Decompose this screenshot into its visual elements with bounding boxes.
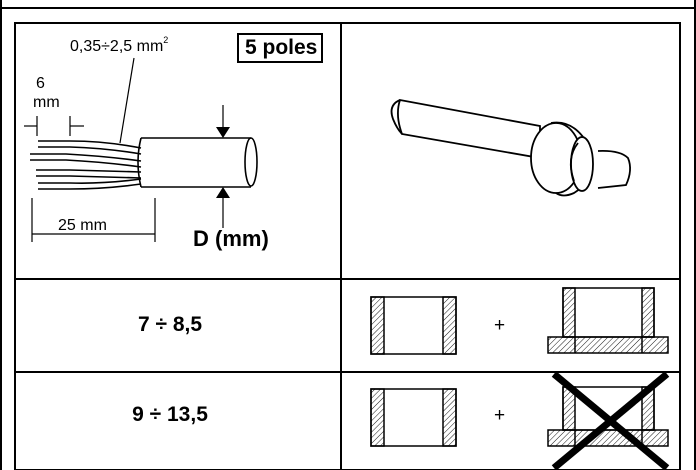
ring-flanged-row1 — [547, 287, 669, 354]
sheath-length-label: 25 mm — [58, 217, 107, 234]
strip-length-unit: mm — [33, 94, 60, 111]
strip-length-value: 6 — [36, 75, 45, 92]
plus-label-row2: + — [494, 405, 506, 426]
poles-label: 5 poles — [237, 33, 324, 63]
diameter-range-row1: 7 ÷ 8,5 — [137, 313, 203, 336]
cross-out-icon — [551, 371, 670, 470]
plus-label-row1: + — [494, 315, 506, 336]
ring-straight-row1 — [370, 296, 457, 355]
diameter-range-row2: 9 ÷ 13,5 — [132, 403, 208, 426]
stripped-cable-drawing — [24, 57, 258, 242]
diameter-label: D (mm) — [193, 226, 269, 251]
diameter-arrowheads — [216, 127, 230, 198]
wire-section-label: 0,35÷2,5 mm2 — [70, 35, 169, 55]
ring-straight-row2 — [370, 388, 457, 447]
cable-in-gland-drawing — [390, 98, 631, 197]
